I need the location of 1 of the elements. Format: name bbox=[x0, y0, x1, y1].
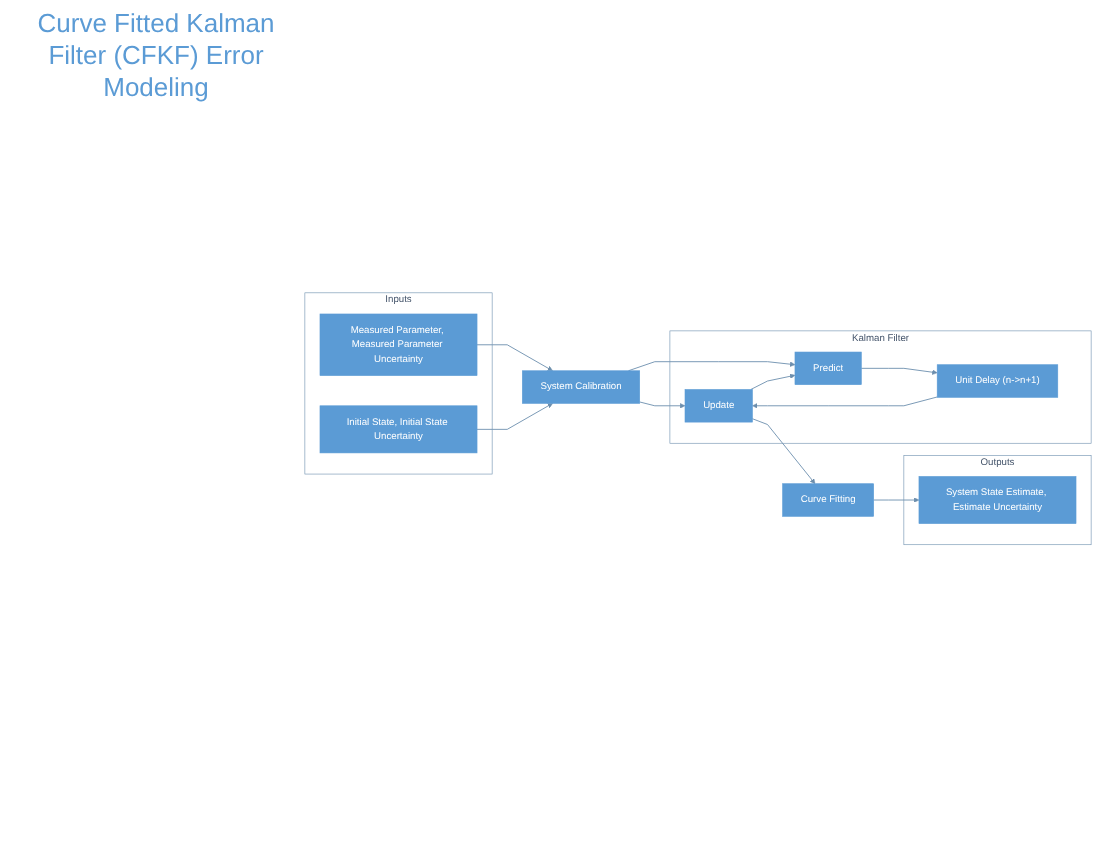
diagram-title: Curve Fitted Kalman Filter (CFKF) Error Modeling bbox=[35, 8, 277, 104]
